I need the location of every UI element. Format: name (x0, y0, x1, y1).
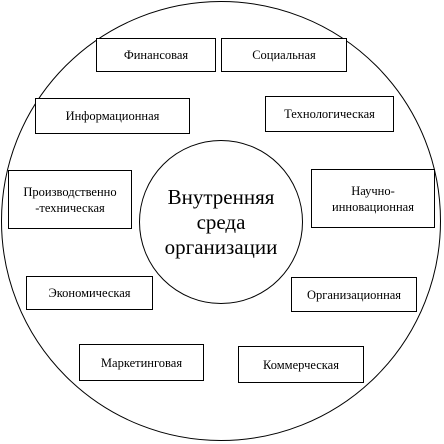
center-label: Внутренняя среда организации (165, 185, 278, 260)
node-marketing: Маркетинговая (79, 344, 204, 381)
node-economic-label: Экономическая (48, 286, 131, 300)
node-production-technical-line-1: Производственно (23, 184, 117, 199)
center-label-line-2: среда (196, 209, 246, 234)
node-informational: Информационная (35, 98, 190, 134)
node-organizational-label: Организационная (306, 287, 402, 302)
node-organizational: Организационная (291, 277, 417, 312)
center-label-line-3: организации (164, 234, 278, 259)
node-commercial: Коммерческая (238, 346, 364, 383)
node-production-technical: Производственно -техническая (8, 170, 132, 229)
node-social: Социальная (221, 38, 347, 72)
node-social-label: Социальная (252, 48, 316, 62)
node-financial: Финансовая (96, 38, 216, 72)
node-marketing-label: Маркетинговая (100, 355, 183, 370)
center-circle: Внутренняя среда организации (139, 140, 303, 304)
node-commercial-label: Коммерческая (263, 357, 339, 372)
node-informational-label: Информационная (65, 109, 160, 123)
node-technological: Технологическая (265, 96, 394, 132)
node-scientific-innovation: Научно- инновационная (311, 169, 435, 228)
node-production-technical-line-2: -техническая (35, 200, 105, 215)
center-label-line-1: Внутренняя (167, 184, 275, 209)
node-financial-label: Финансовая (123, 48, 189, 62)
node-technological-label: Технологическая (284, 107, 375, 121)
node-scientific-innovation-line-1: Научно- (351, 183, 395, 198)
node-scientific-innovation-line-2: инновационная (332, 199, 414, 214)
node-economic: Экономическая (26, 276, 153, 310)
